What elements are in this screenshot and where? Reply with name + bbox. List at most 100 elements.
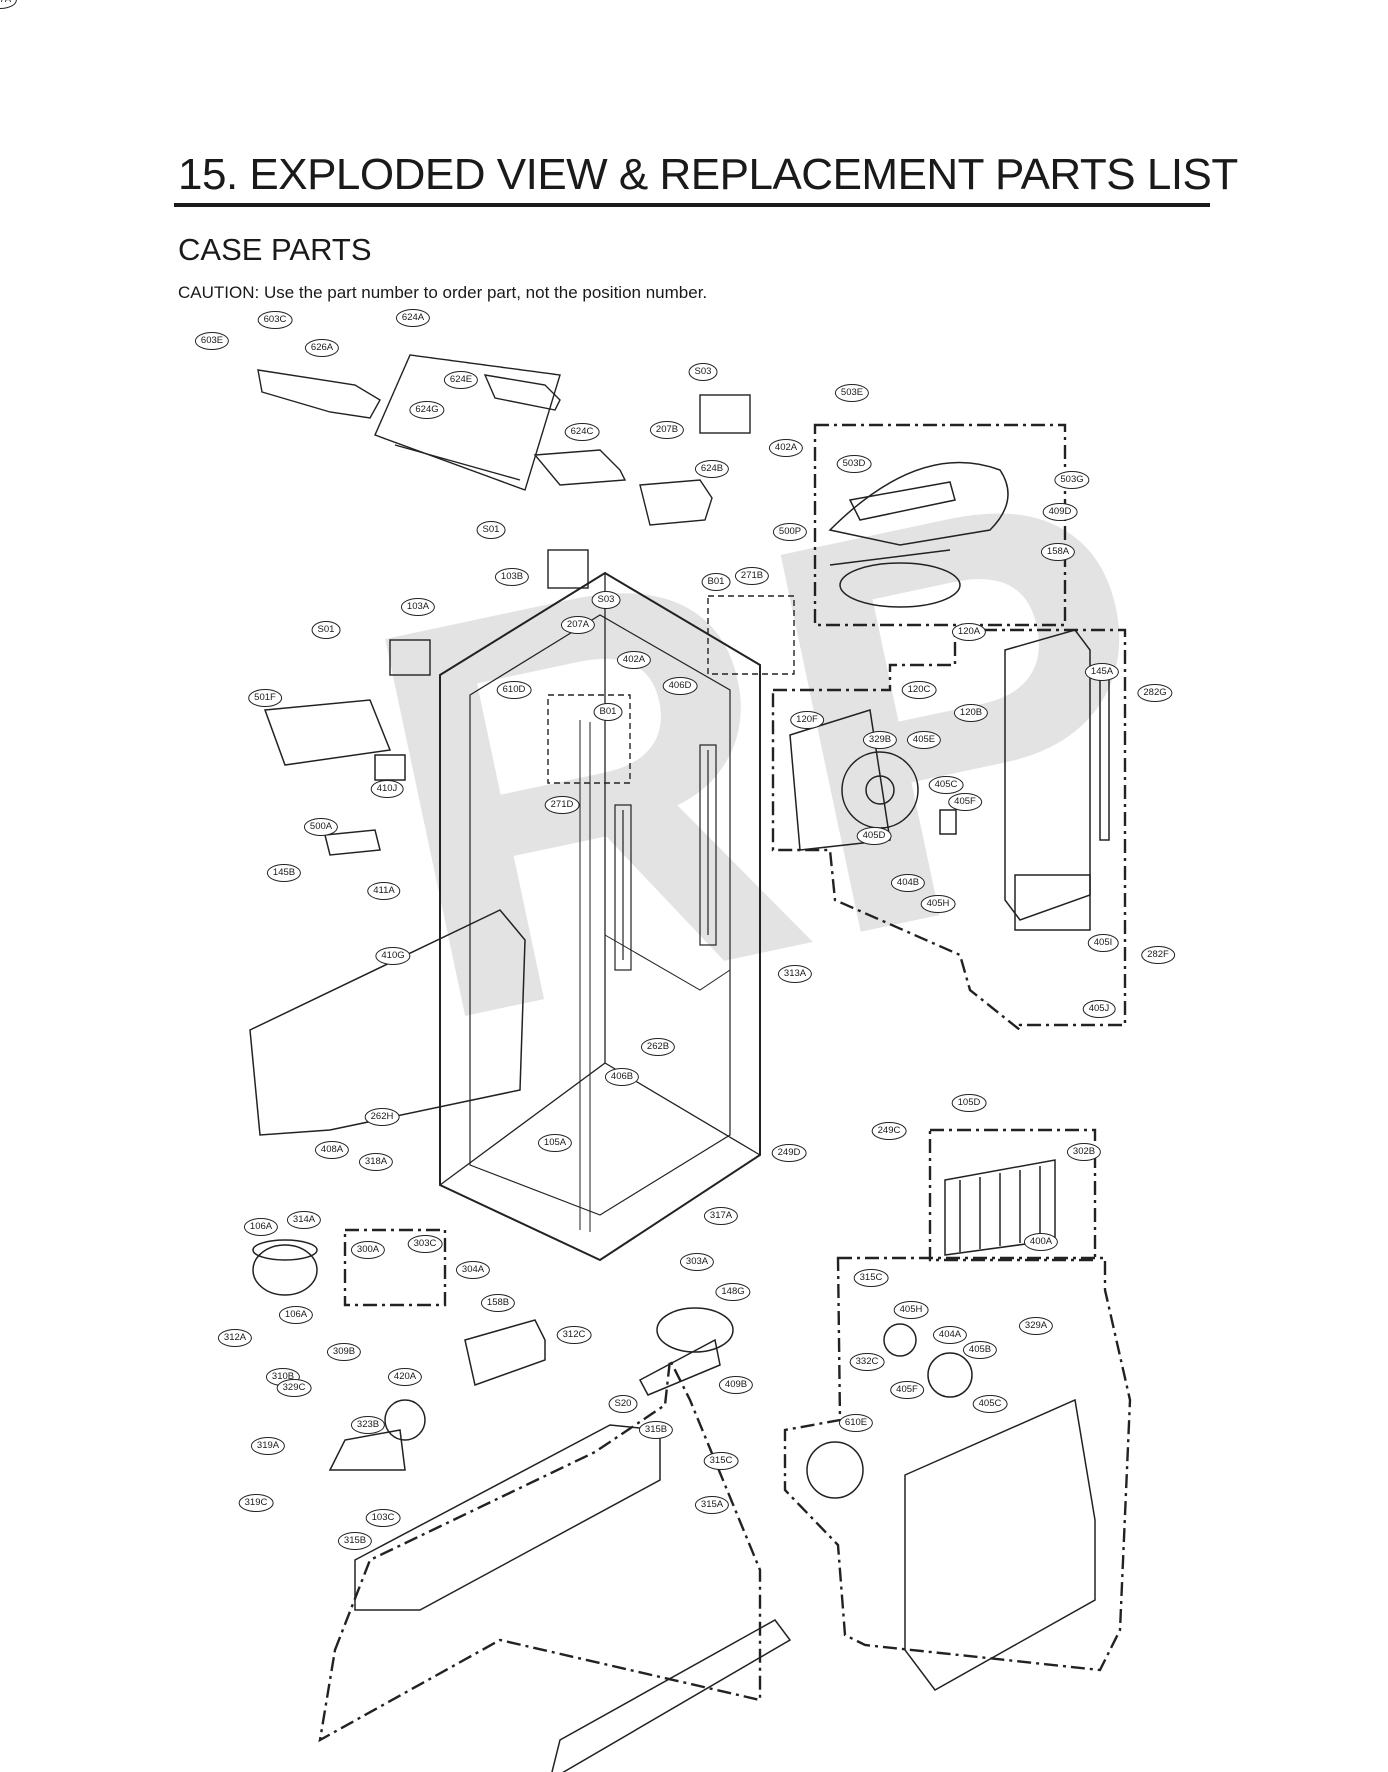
part-callout: 319C <box>238 1494 274 1512</box>
part-callout: 318A <box>358 1153 394 1171</box>
part-callout: 312C <box>556 1326 592 1344</box>
part-callout: 315B <box>337 1532 373 1550</box>
part-callout: 405F <box>890 1381 924 1399</box>
part-callout: 405C <box>928 776 964 794</box>
part-callout: S03 <box>591 591 621 609</box>
part-callout: 409B <box>718 1376 754 1394</box>
part-callout: 145A <box>1084 663 1120 681</box>
title-underline <box>174 203 1210 207</box>
part-callout: 319A <box>250 1437 286 1455</box>
part-callout: 402A <box>616 651 652 669</box>
part-callout: 410J <box>370 780 404 798</box>
section-subtitle: CASE PARTS <box>178 232 372 267</box>
part-callout: 329C <box>276 1379 312 1397</box>
part-callout: 249D <box>771 1144 807 1162</box>
part-callout: 103B <box>494 568 530 586</box>
part-callout: 120A <box>951 623 987 641</box>
part-callout: 610E <box>838 1414 874 1432</box>
part-callout: 271B <box>734 567 770 585</box>
part-callout: 158B <box>480 1294 516 1312</box>
part-callout: 603E <box>194 332 230 350</box>
part-callout: 309B <box>326 1343 362 1361</box>
part-callout: B01 <box>701 573 731 591</box>
part-callout: 405E <box>906 731 942 749</box>
part-callout: 400A <box>1023 1233 1059 1251</box>
dashed-group-boxes <box>318 423 1132 1743</box>
part-callout: S20 <box>608 1395 638 1413</box>
part-callout: 315B <box>638 1421 674 1439</box>
part-callout: 323B <box>350 1416 386 1434</box>
part-callout: 120C <box>901 681 937 699</box>
part-callout: 282G <box>1137 684 1173 702</box>
part-callout: 120F <box>790 711 824 729</box>
part-callout: 501F <box>248 689 282 707</box>
part-callout: 329A <box>1018 1317 1054 1335</box>
part-callout: 626A <box>304 339 340 357</box>
part-callout: 262B <box>640 1038 676 1056</box>
part-callout: S01 <box>311 621 341 639</box>
part-callout: S01 <box>476 521 506 539</box>
part-callout: 411A <box>367 882 401 900</box>
part-callout: 158A <box>1040 543 1076 561</box>
part-callout: 603C <box>257 311 293 329</box>
part-callout: 329B <box>862 731 898 749</box>
part-callout: 624B <box>694 460 730 478</box>
part-callout: 405B <box>962 1341 998 1359</box>
part-callout: 405H <box>920 895 956 913</box>
part-callout: 312A <box>217 1329 253 1347</box>
part-callout: 406B <box>604 1068 640 1086</box>
part-callout: 405I <box>1087 934 1119 952</box>
part-callout: 106A <box>243 1218 279 1236</box>
part-callout: 304A <box>455 1261 491 1279</box>
part-callout: 503E <box>834 384 870 402</box>
part-callout: 249C <box>871 1122 907 1140</box>
part-callout: 106A <box>278 1306 314 1324</box>
part-callout: 314A <box>286 1211 322 1229</box>
part-callout: 405H <box>893 1301 929 1319</box>
part-callout: 404A <box>932 1326 968 1344</box>
part-callout: 406D <box>662 677 698 695</box>
part-callout: 405C <box>972 1395 1008 1413</box>
part-callout: 408A <box>314 1141 350 1159</box>
part-callout: 503G <box>1054 471 1090 489</box>
part-callout: 303C <box>407 1235 443 1253</box>
part-callout: 282F <box>1141 946 1175 964</box>
part-callout: 103C <box>365 1509 401 1527</box>
part-callout: 148G <box>715 1283 751 1301</box>
part-callout: 500A <box>303 818 339 836</box>
part-callout: 503D <box>836 455 872 473</box>
part-callout: 300A <box>350 1241 386 1259</box>
part-callout: 120B <box>953 704 989 722</box>
part-callout: 105A <box>537 1134 573 1152</box>
part-callout: 145B <box>266 864 302 882</box>
part-callout: 332C <box>849 1353 885 1371</box>
part-callout: 405F <box>948 793 982 811</box>
part-callout: 420A <box>387 1368 423 1386</box>
part-callout: 624E <box>443 371 479 389</box>
part-callout: 500P <box>772 523 808 541</box>
part-callout: 315A <box>694 1496 730 1514</box>
part-callout: 315C <box>853 1269 889 1287</box>
part-callout: 624A <box>395 309 431 327</box>
part-callout: 313A <box>777 965 813 983</box>
part-callout: 207B <box>649 421 685 439</box>
part-callout: 624C <box>564 423 600 441</box>
part-callout: 315C <box>703 1452 739 1470</box>
part-callout: 103A <box>400 598 436 616</box>
part-callout: 405D <box>856 827 892 845</box>
part-callout: S03 <box>688 363 718 381</box>
part-callout: 410G <box>375 947 411 965</box>
part-callout: 303A <box>679 1253 715 1271</box>
part-callout: 271D <box>544 796 580 814</box>
page-title: 15. EXPLODED VIEW & REPLACEMENT PARTS LI… <box>178 150 1238 199</box>
part-callout: 317A <box>703 1207 739 1225</box>
part-callout: 610D <box>496 681 532 699</box>
part-callout: 402A <box>768 439 804 457</box>
part-callout: 302B <box>1066 1143 1102 1161</box>
part-callout: 409D <box>1042 503 1078 521</box>
caution-note: CAUTION: Use the part number to order pa… <box>178 283 708 302</box>
part-callout: 405J <box>1082 1000 1116 1018</box>
part-callout: 262H <box>364 1108 400 1126</box>
part-callout: 404B <box>890 874 926 892</box>
